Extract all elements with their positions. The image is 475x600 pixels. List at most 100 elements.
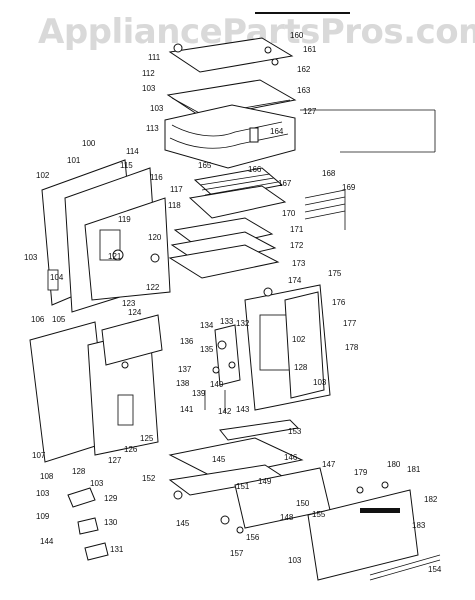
hinge-assembly: [204, 324, 241, 412]
part-label: 177: [343, 319, 357, 328]
part-label: 142: [218, 407, 232, 416]
part-label: 129: [104, 494, 118, 503]
part-label: 115: [120, 161, 133, 170]
oven-liner-side: [84, 197, 171, 301]
part-label: 117: [170, 185, 183, 194]
door-glass-frame: [284, 291, 325, 399]
part-label: 128: [294, 363, 308, 372]
part-label: 113: [146, 124, 159, 133]
part-label: 135: [200, 345, 214, 354]
part-label: 109: [36, 512, 50, 521]
part-label: 103: [90, 479, 104, 488]
part-label: 181: [407, 465, 421, 474]
top-panel-group: [164, 12, 436, 169]
part-label: 154: [428, 565, 442, 574]
lower-left-door-group: [29, 314, 163, 463]
part-label: 182: [424, 495, 438, 504]
part-label: 148: [280, 513, 294, 522]
part-label: 152: [142, 474, 156, 483]
part-label: 140: [210, 380, 224, 389]
part-label: 107: [32, 451, 46, 460]
drawer-handle: [360, 508, 400, 513]
part-label: 102: [292, 335, 306, 344]
element-bracket: [249, 127, 259, 143]
hinge-clip-3: [84, 542, 109, 561]
part-label: 103: [150, 104, 164, 113]
part-label: 147: [322, 460, 336, 469]
part-label: 145: [212, 455, 226, 464]
door-insulation: [117, 394, 134, 426]
part-label: 101: [67, 156, 81, 165]
part-label: 118: [168, 201, 181, 210]
part-number-labels: 111 112 103 160 161 162 163 103 127 113 …: [24, 31, 442, 574]
left-side-panels: [41, 159, 171, 313]
part-label: 116: [150, 173, 163, 182]
part-label: 123: [122, 299, 136, 308]
part-label: 180: [387, 460, 401, 469]
part-label: 141: [180, 405, 194, 414]
side-bracket: [47, 269, 59, 291]
part-label: 149: [258, 477, 272, 486]
main-top: [166, 79, 297, 119]
screw-top-left: [173, 43, 183, 53]
part-label: 169: [342, 183, 356, 192]
door-hinge-screw: [263, 287, 273, 297]
part-label: 172: [290, 241, 304, 250]
part-label: 112: [142, 69, 155, 78]
part-label: 167: [278, 179, 292, 188]
part-label: 155: [312, 510, 326, 519]
part-label: 125: [140, 434, 154, 443]
part-label: 111: [148, 53, 161, 62]
screw-top-right: [264, 46, 272, 54]
part-label: 173: [292, 259, 306, 268]
part-label: 131: [110, 545, 124, 554]
part-label: 120: [148, 233, 162, 242]
part-label: 138: [176, 379, 190, 388]
part-label: 150: [296, 499, 310, 508]
part-label: 121: [108, 252, 122, 261]
part-label: 106: [31, 315, 45, 324]
part-label: 163: [297, 86, 311, 95]
part-label: 156: [246, 533, 260, 542]
broiler-pan-top: [168, 437, 304, 479]
part-label: 103: [36, 489, 50, 498]
part-label: 162: [297, 65, 311, 74]
part-label: 103: [313, 378, 327, 387]
hinge-clip-1: [67, 487, 96, 508]
part-label: 119: [118, 215, 131, 224]
part-label: 157: [230, 549, 244, 558]
part-label: 170: [282, 209, 296, 218]
side-grommet: [150, 253, 160, 263]
part-label: 124: [128, 308, 142, 317]
top-trim-panel: [168, 37, 294, 73]
part-label: 103: [142, 84, 156, 93]
part-label: 136: [180, 337, 194, 346]
part-label: 126: [124, 445, 138, 454]
part-label: 132: [236, 319, 250, 328]
part-label: 114: [126, 147, 139, 156]
part-label: 144: [40, 537, 54, 546]
part-label: 139: [192, 389, 206, 398]
part-label: 176: [332, 298, 346, 307]
part-label: 134: [200, 321, 214, 330]
part-label: 103: [24, 253, 38, 262]
part-label: 175: [328, 269, 342, 278]
broiler-drawer: [168, 419, 441, 581]
oven-racks: [168, 167, 346, 279]
door-back-panel: [101, 314, 163, 366]
part-label: 179: [354, 468, 368, 477]
part-label: 146: [284, 453, 298, 462]
small-parts-left: [67, 487, 109, 561]
part-label: 100: [82, 139, 96, 148]
part-label: 122: [146, 283, 160, 292]
clip-top-right: [271, 58, 279, 66]
part-label: 171: [290, 225, 304, 234]
part-label: 178: [345, 343, 359, 352]
part-label: 153: [288, 427, 302, 436]
part-label: 130: [104, 518, 118, 527]
part-label: 127: [303, 107, 317, 116]
part-label: 165: [198, 161, 212, 170]
rack-lower-3: [168, 244, 280, 279]
part-label: 128: [72, 467, 86, 476]
